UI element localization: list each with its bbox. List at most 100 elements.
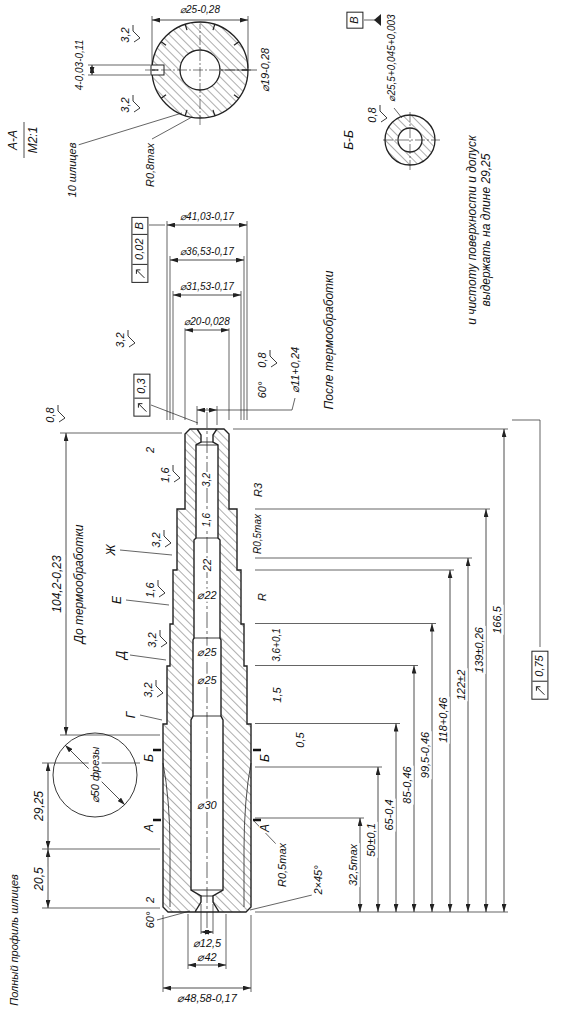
dim-line xyxy=(504,429,505,912)
dimension-label: Д xyxy=(115,650,129,660)
dimension-label: 20,5 xyxy=(33,866,47,891)
dim-line xyxy=(163,988,251,989)
dimension-label: А-А xyxy=(7,129,21,151)
dimension-label: ⌀25 xyxy=(196,646,217,659)
roughness-sign xyxy=(173,465,180,482)
dimension-label: 10 шлицев xyxy=(66,142,79,199)
spline-tooth xyxy=(213,24,215,30)
dim-line xyxy=(185,330,229,331)
cutter-circle xyxy=(53,733,137,817)
runout-arrow-stroke xyxy=(139,404,147,412)
roughness-sign xyxy=(270,350,277,367)
roughness-sign xyxy=(160,630,167,647)
dimension-label: ⌀31,53-0,17 xyxy=(179,281,235,293)
dimension-label: ⌀19-0,28 xyxy=(259,47,272,93)
section-marks xyxy=(153,750,261,820)
tolerance-frame: 0,75 xyxy=(531,650,548,699)
dim-line xyxy=(48,849,49,908)
dimension-label: ⌀30 xyxy=(196,799,217,812)
dimension-label: R0,5max xyxy=(252,513,264,555)
dimension-label: 50±0,1 xyxy=(365,822,378,858)
dimension-label: ⌀36,53-0,17 xyxy=(179,246,235,258)
dimension-label: Е xyxy=(111,595,125,605)
dim-line xyxy=(170,260,244,261)
runout-arrow-stroke xyxy=(537,687,545,695)
dim-line xyxy=(152,20,248,21)
dimension-label: 3,2 xyxy=(150,531,163,548)
dim-line xyxy=(414,666,415,913)
roughness-sign xyxy=(380,105,387,122)
frame-value: 0,75 xyxy=(532,651,547,680)
dimension-label: ⌀25-0,28 xyxy=(179,4,221,16)
spline-tooth xyxy=(152,69,158,70)
dim-line xyxy=(65,745,125,805)
roughness-sign xyxy=(128,330,135,347)
dimension-label: 2×45° xyxy=(312,864,325,895)
title-underline xyxy=(24,122,25,158)
spline-tooth xyxy=(234,42,239,46)
dim-line xyxy=(396,724,397,913)
dimension-label: 0,8 xyxy=(44,406,57,423)
dimension-label: 2 xyxy=(144,446,157,454)
dimension-label: А xyxy=(143,823,157,833)
roughness-sign xyxy=(156,680,163,697)
dimension-label: R0,5max xyxy=(276,842,289,888)
dimension-label: Б xyxy=(259,753,273,763)
dimension-label: А xyxy=(259,823,273,833)
dimension-label: Б xyxy=(143,753,157,763)
dimension-label: 4-0,03-0,11 xyxy=(74,39,86,91)
dim-line xyxy=(167,225,247,226)
dimension-label: 3,2 xyxy=(119,96,132,113)
dimension-label: До термообработки xyxy=(73,523,87,644)
frame-value: 0,3 xyxy=(134,374,149,397)
roughness-sign xyxy=(158,580,165,597)
datum-triangle xyxy=(374,14,381,26)
dimension-label: 60° xyxy=(256,381,269,400)
spline-tooth xyxy=(161,95,166,99)
dimension-label: 32,5max xyxy=(347,843,360,887)
frame-value: 0,02 xyxy=(132,234,147,263)
dim-line xyxy=(188,965,226,966)
spline-lines xyxy=(163,763,251,907)
dimension-label: ⌀41,03-0,17 xyxy=(179,211,235,223)
dimension-label: ⌀20-0,028 xyxy=(183,316,230,328)
dimension-label: ⌀11+0,24 xyxy=(289,346,302,394)
dimension-label: ⌀25,5+0,045+0,003 xyxy=(386,13,398,102)
dim-line xyxy=(197,410,217,411)
dimension-label: 3,2 xyxy=(119,26,132,43)
dimension-label: М2:1 xyxy=(27,126,41,155)
roughness-sign xyxy=(133,95,140,112)
extension-lines xyxy=(42,16,508,992)
dimension-label: ⌀22 xyxy=(196,589,217,602)
tolerance-frame: 0,02В xyxy=(131,217,148,283)
spline-tooth xyxy=(213,110,215,116)
dimension-label: 1,6 xyxy=(159,466,172,483)
tolerance-frame: В xyxy=(346,11,363,28)
dimension-label: 139±0,26 xyxy=(473,626,486,674)
dim-line xyxy=(48,763,49,849)
runout-arrow-stroke xyxy=(137,270,145,278)
spline-tooth xyxy=(242,69,248,70)
dimension-label: R3 xyxy=(252,482,265,498)
dimension-label: 99,5-0,46 xyxy=(419,731,432,779)
dimension-label: Полный профиль шлицев xyxy=(8,873,21,1007)
dimension-label: R0,8max xyxy=(144,142,157,188)
runout-arrow xyxy=(135,268,146,279)
dimension-label: 3,2 xyxy=(201,472,213,488)
generated-marks xyxy=(58,24,387,697)
dimension-label: 3,2 xyxy=(114,331,127,348)
dim-line xyxy=(173,295,241,296)
frame-value: В xyxy=(347,12,362,27)
dim-line xyxy=(450,570,451,912)
dimension-label: ⌀42 xyxy=(196,951,217,964)
runout-arrow xyxy=(535,685,546,696)
dimension-label: Г xyxy=(125,711,139,720)
dim-line xyxy=(201,932,213,933)
dimension-label: 122±2 xyxy=(455,669,468,702)
dim-line xyxy=(432,624,433,913)
dimension-label: 1,6 xyxy=(144,581,157,598)
dimension-label: 3,2 xyxy=(146,631,159,648)
dimension-label: 1,6 xyxy=(201,512,213,528)
roughness-sign xyxy=(133,25,140,42)
